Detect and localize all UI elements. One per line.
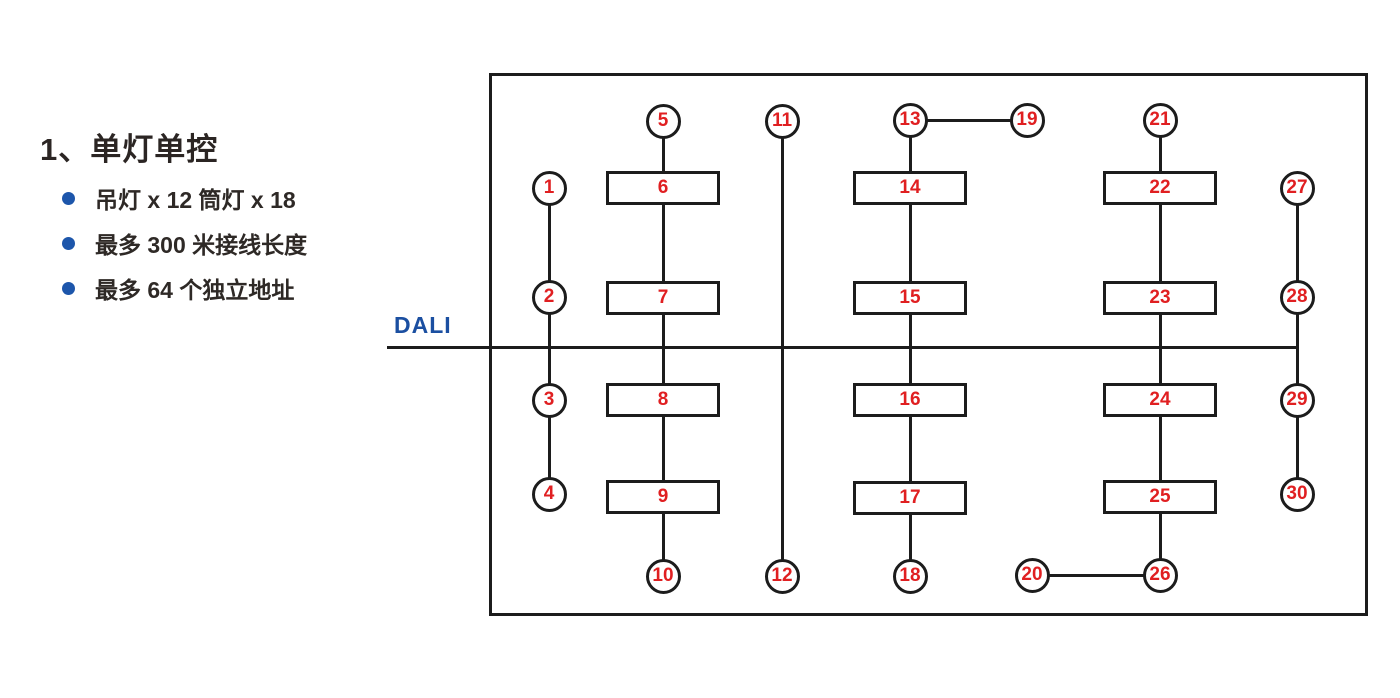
bullet-item-max-wire-length: 最多 300 米接线长度: [62, 229, 308, 258]
downlight-node-19: 19: [1009, 102, 1045, 138]
bullet-text: 最多 300 米接线长度: [95, 232, 308, 258]
downlight-node-29: 29: [1279, 382, 1315, 418]
downlight-node-26: 26: [1142, 557, 1178, 593]
bullet-text: 吊灯 x 12 筒灯 x 18: [95, 187, 296, 213]
bullet-dot-icon: [62, 281, 75, 295]
dali-bus-line: [387, 345, 1297, 349]
wire-column-5-to-10: [661, 121, 665, 576]
downlight-node-2: 2: [531, 279, 567, 315]
downlight-node-30: 30: [1279, 476, 1315, 512]
downlight-node-3: 3: [531, 382, 567, 418]
pendant-light-node-17: 17: [853, 481, 967, 515]
wire-column-11-to-12: [780, 121, 784, 576]
wire-column-13-to-18: [908, 120, 912, 576]
wire-column-27-to-30: [1295, 188, 1299, 494]
pendant-light-node-15: 15: [853, 281, 967, 315]
wire-column-21-to-26: [1158, 120, 1162, 575]
diagram-frame: [489, 73, 1368, 616]
downlight-node-13: 13: [892, 102, 928, 138]
downlight-node-20: 20: [1014, 557, 1050, 593]
downlight-node-12: 12: [764, 558, 800, 594]
pendant-light-node-14: 14: [853, 171, 967, 205]
pendant-light-node-8: 8: [606, 383, 720, 417]
bullet-text: 最多 64 个独立地址: [95, 277, 295, 303]
feature-bullet-list: 吊灯 x 12 筒灯 x 18 最多 300 米接线长度 最多 64 个独立地址: [62, 184, 307, 319]
pendant-light-node-25: 25: [1103, 480, 1217, 514]
downlight-node-11: 11: [764, 103, 800, 139]
pendant-light-node-23: 23: [1103, 281, 1217, 315]
pendant-light-node-9: 9: [606, 480, 720, 514]
pendant-light-node-24: 24: [1103, 383, 1217, 417]
downlight-node-18: 18: [892, 558, 928, 594]
downlight-node-27: 27: [1279, 170, 1315, 206]
pendant-light-node-6: 6: [606, 171, 720, 205]
bullet-item-lamp-counts: 吊灯 x 12 筒灯 x 18: [62, 184, 307, 213]
bullet-item-max-addresses: 最多 64 个独立地址: [62, 274, 307, 303]
pendant-light-node-22: 22: [1103, 171, 1217, 205]
pendant-light-node-7: 7: [606, 281, 720, 315]
pendant-light-node-16: 16: [853, 383, 967, 417]
bullet-dot-icon: [62, 236, 75, 250]
downlight-node-10: 10: [645, 558, 681, 594]
bullet-dot-icon: [62, 191, 75, 205]
downlight-node-1: 1: [531, 170, 567, 206]
downlight-node-5: 5: [645, 103, 681, 139]
section-title: 1、单灯单控: [40, 132, 219, 167]
wire-column-1-to-4: [547, 188, 551, 494]
wire-link-13-to-19: [910, 118, 1027, 122]
downlight-node-21: 21: [1142, 102, 1178, 138]
downlight-node-28: 28: [1279, 279, 1315, 315]
dali-bus-label: DALI: [394, 312, 452, 338]
downlight-node-4: 4: [531, 476, 567, 512]
wire-link-20-to-26: [1032, 573, 1160, 577]
